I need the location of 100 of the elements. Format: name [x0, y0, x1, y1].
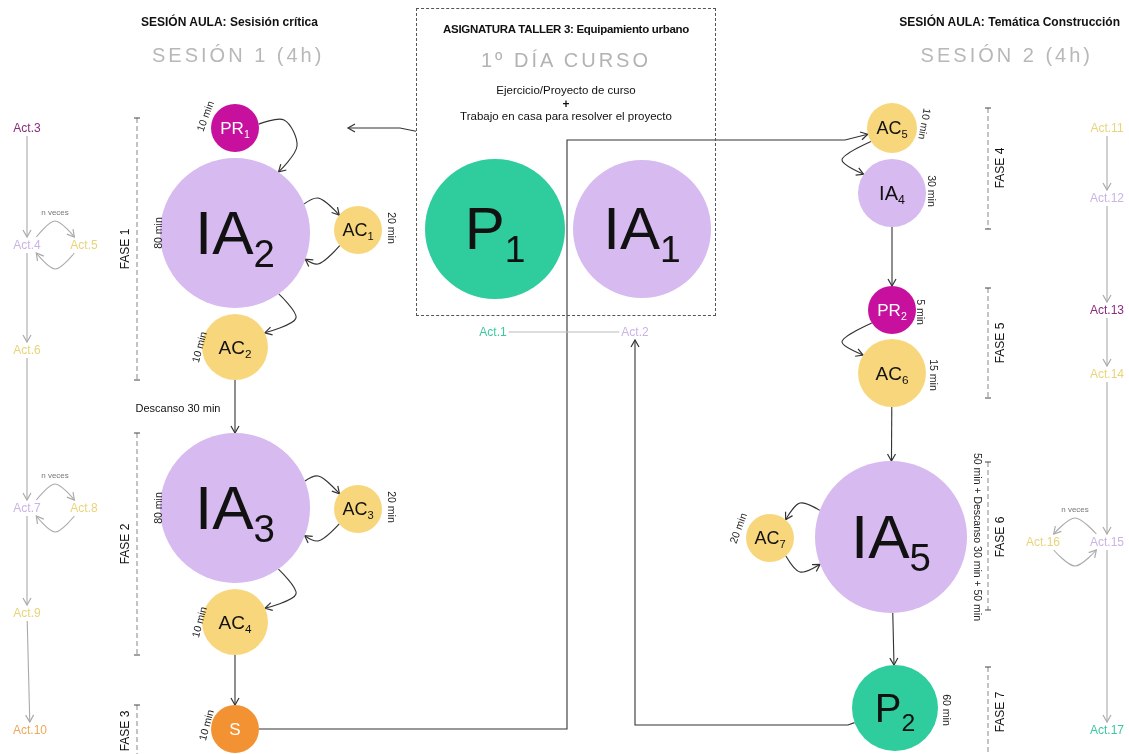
edge-label: Descanso 30 min [133, 402, 223, 414]
phase-label: FASE 6 [993, 516, 1007, 558]
frame-text: + [562, 97, 570, 111]
arrow [347, 123, 417, 133]
activity-circle [746, 514, 794, 562]
activity-circle [334, 485, 382, 533]
duration-label: 20 min [386, 212, 398, 244]
phase-label: FASE 2 [118, 523, 132, 565]
arrow [22, 357, 32, 501]
duration-label: 80 min [152, 492, 164, 524]
arrow [841, 140, 872, 176]
arrow [230, 654, 240, 706]
duration-label: 20 min [386, 491, 398, 523]
phase-label: FASE 4 [993, 147, 1007, 189]
activity-label: Act.9 [11, 605, 43, 621]
duration-label: 60 min [941, 694, 953, 726]
circle-label: AC$_{6}$ [875, 363, 909, 383]
arrow [1102, 549, 1112, 723]
activity-label: Act.8 [68, 500, 100, 516]
arrow [1053, 517, 1097, 535]
arrow [264, 568, 297, 611]
circle-label: AC$_{2}$ [218, 337, 252, 357]
frame-text: Ejercicio/Proyecto de curso [496, 84, 636, 96]
duration-label: 10 min [189, 605, 209, 639]
activity-label: Act.3 [11, 120, 43, 136]
duration-label: 10 min [189, 330, 209, 364]
circle-label: AC$_{5}$ [876, 119, 908, 137]
activity-label: Act.13 [1088, 302, 1126, 318]
activity-label: Act.14 [1088, 366, 1126, 382]
arrow [258, 131, 869, 730]
arrow [264, 293, 297, 336]
phase-label: FASE 3 [118, 710, 132, 752]
dashed-frame [416, 8, 716, 316]
phase-label: FASE 7 [993, 691, 1007, 733]
arrow [303, 197, 340, 216]
phase-label: FASE 5 [993, 322, 1007, 364]
duration-label: 50 min + Descanso 30 min + 50 min [972, 452, 984, 622]
activity-label: Act.12 [1088, 190, 1126, 206]
circle-label: S [229, 720, 241, 738]
circle-label: PR$_{2}$ [877, 301, 907, 319]
arrow [785, 502, 821, 521]
arrow [785, 555, 821, 573]
activity-circle [867, 103, 917, 153]
duration-label: 15 min [928, 359, 940, 391]
activity-label: Act.1 [477, 324, 509, 340]
duration-label: 80 min [152, 217, 164, 249]
arrow [22, 135, 32, 238]
activity-label: Act.15 [1088, 534, 1126, 550]
arrow [35, 252, 75, 270]
arrow [22, 252, 32, 343]
arrow [35, 515, 75, 533]
circle-label: AC$_{4}$ [218, 612, 252, 632]
arrow [1102, 317, 1112, 367]
activity-label: Act.11 [1088, 120, 1126, 136]
arrow [304, 475, 341, 495]
activity-label: Act.4 [11, 237, 43, 253]
arrow [1102, 135, 1112, 191]
session-title: SESIÓN 1 (4h) [152, 44, 325, 67]
arrow [886, 406, 897, 462]
arrow [25, 620, 35, 723]
arrow [887, 226, 897, 287]
arrow [889, 612, 899, 666]
duration-label: 10 min [916, 107, 934, 141]
circle-label: IA$_{4}$ [879, 183, 905, 203]
arrow [1053, 549, 1097, 567]
arrow [841, 322, 873, 357]
activity-label: Act.6 [11, 342, 43, 358]
arrow [1102, 205, 1112, 303]
arrow [304, 245, 341, 268]
arrow [258, 118, 298, 173]
circle-label: AC$_{3}$ [342, 500, 374, 518]
arrow [630, 339, 856, 726]
duration-label: 10 min [196, 708, 216, 742]
session-title: SESIÓN 2 (4h) [920, 44, 1093, 67]
arrow [35, 220, 75, 238]
arrow [35, 483, 75, 501]
circle-label: AC$_{7}$ [754, 529, 786, 547]
activity-label: Act.16 [1024, 534, 1062, 550]
activity-circle [868, 286, 916, 334]
duration-label: 30 min [926, 175, 938, 207]
connector-line [508, 331, 620, 333]
arrow [1102, 381, 1112, 535]
frame-text: Trabajo en casa para resolver el proyecto [460, 110, 672, 122]
activity-circle [334, 206, 382, 254]
day-title: 1º DÍA CURSO [481, 49, 651, 71]
activity-label: Act.17 [1088, 722, 1126, 738]
arrow [230, 379, 240, 434]
activity-label: Act.10 [11, 722, 49, 738]
phase-label: FASE 1 [118, 228, 132, 270]
circle-label: PR$_{1}$ [220, 119, 250, 137]
duration-label: 20 min [726, 511, 750, 545]
activity-label: Act.5 [68, 237, 100, 253]
arrow [304, 523, 340, 544]
arrow [22, 515, 32, 606]
session-heading: SESIÓN AULA: Sesisión crítica [141, 15, 318, 29]
frame-heading: ASIGNATURA TALLER 3: Equipamiento urbano [443, 23, 689, 35]
circle-label: AC$_{1}$ [342, 221, 374, 239]
duration-label: 10 min [193, 99, 217, 133]
activity-label: Act.2 [619, 324, 651, 340]
activity-label: Act.7 [11, 500, 43, 516]
